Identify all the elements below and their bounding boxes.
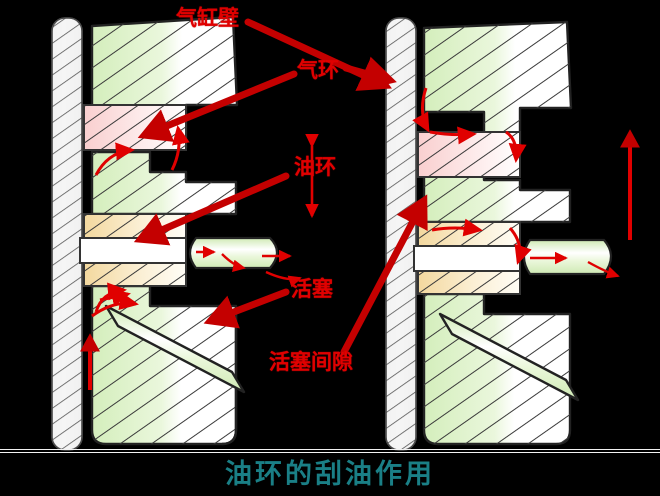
- cylinder-wall-right: [385, 17, 417, 451]
- oil-flow-arrows-right: [412, 87, 620, 279]
- leader-gas-ring-left: [137, 70, 298, 142]
- leader-oil-ring-left: [133, 172, 290, 246]
- connecting-rod-left: [104, 304, 246, 394]
- label-piston: 活塞: [291, 277, 333, 301]
- label-gas-ring: 气环: [297, 58, 339, 82]
- separator-line-bottom: [0, 452, 660, 453]
- gas-ring-right: [417, 131, 521, 178]
- connecting-rod-right: [438, 312, 580, 402]
- cylinder-wall-left: [51, 17, 83, 451]
- right-panel: [385, 17, 640, 451]
- diagram-title: 油环的刮油作用: [225, 459, 435, 490]
- left-panel: [51, 15, 302, 451]
- leader-piston-left: [203, 288, 290, 329]
- piston-pin-left: [188, 236, 279, 270]
- separator-line-top: [0, 449, 660, 450]
- label-oil-ring: 油环: [294, 155, 336, 179]
- label-cylinder-wall: 气缸壁: [176, 6, 239, 30]
- label-piston-clearance: 活塞间隙: [269, 350, 353, 374]
- leader-piston-clearance-right: [340, 194, 428, 356]
- leader-lines: [133, 18, 428, 356]
- oil-ring-right: [413, 221, 521, 295]
- oil-flow-arrows-left: [91, 125, 302, 318]
- leader-gas-ring-right: [342, 56, 397, 91]
